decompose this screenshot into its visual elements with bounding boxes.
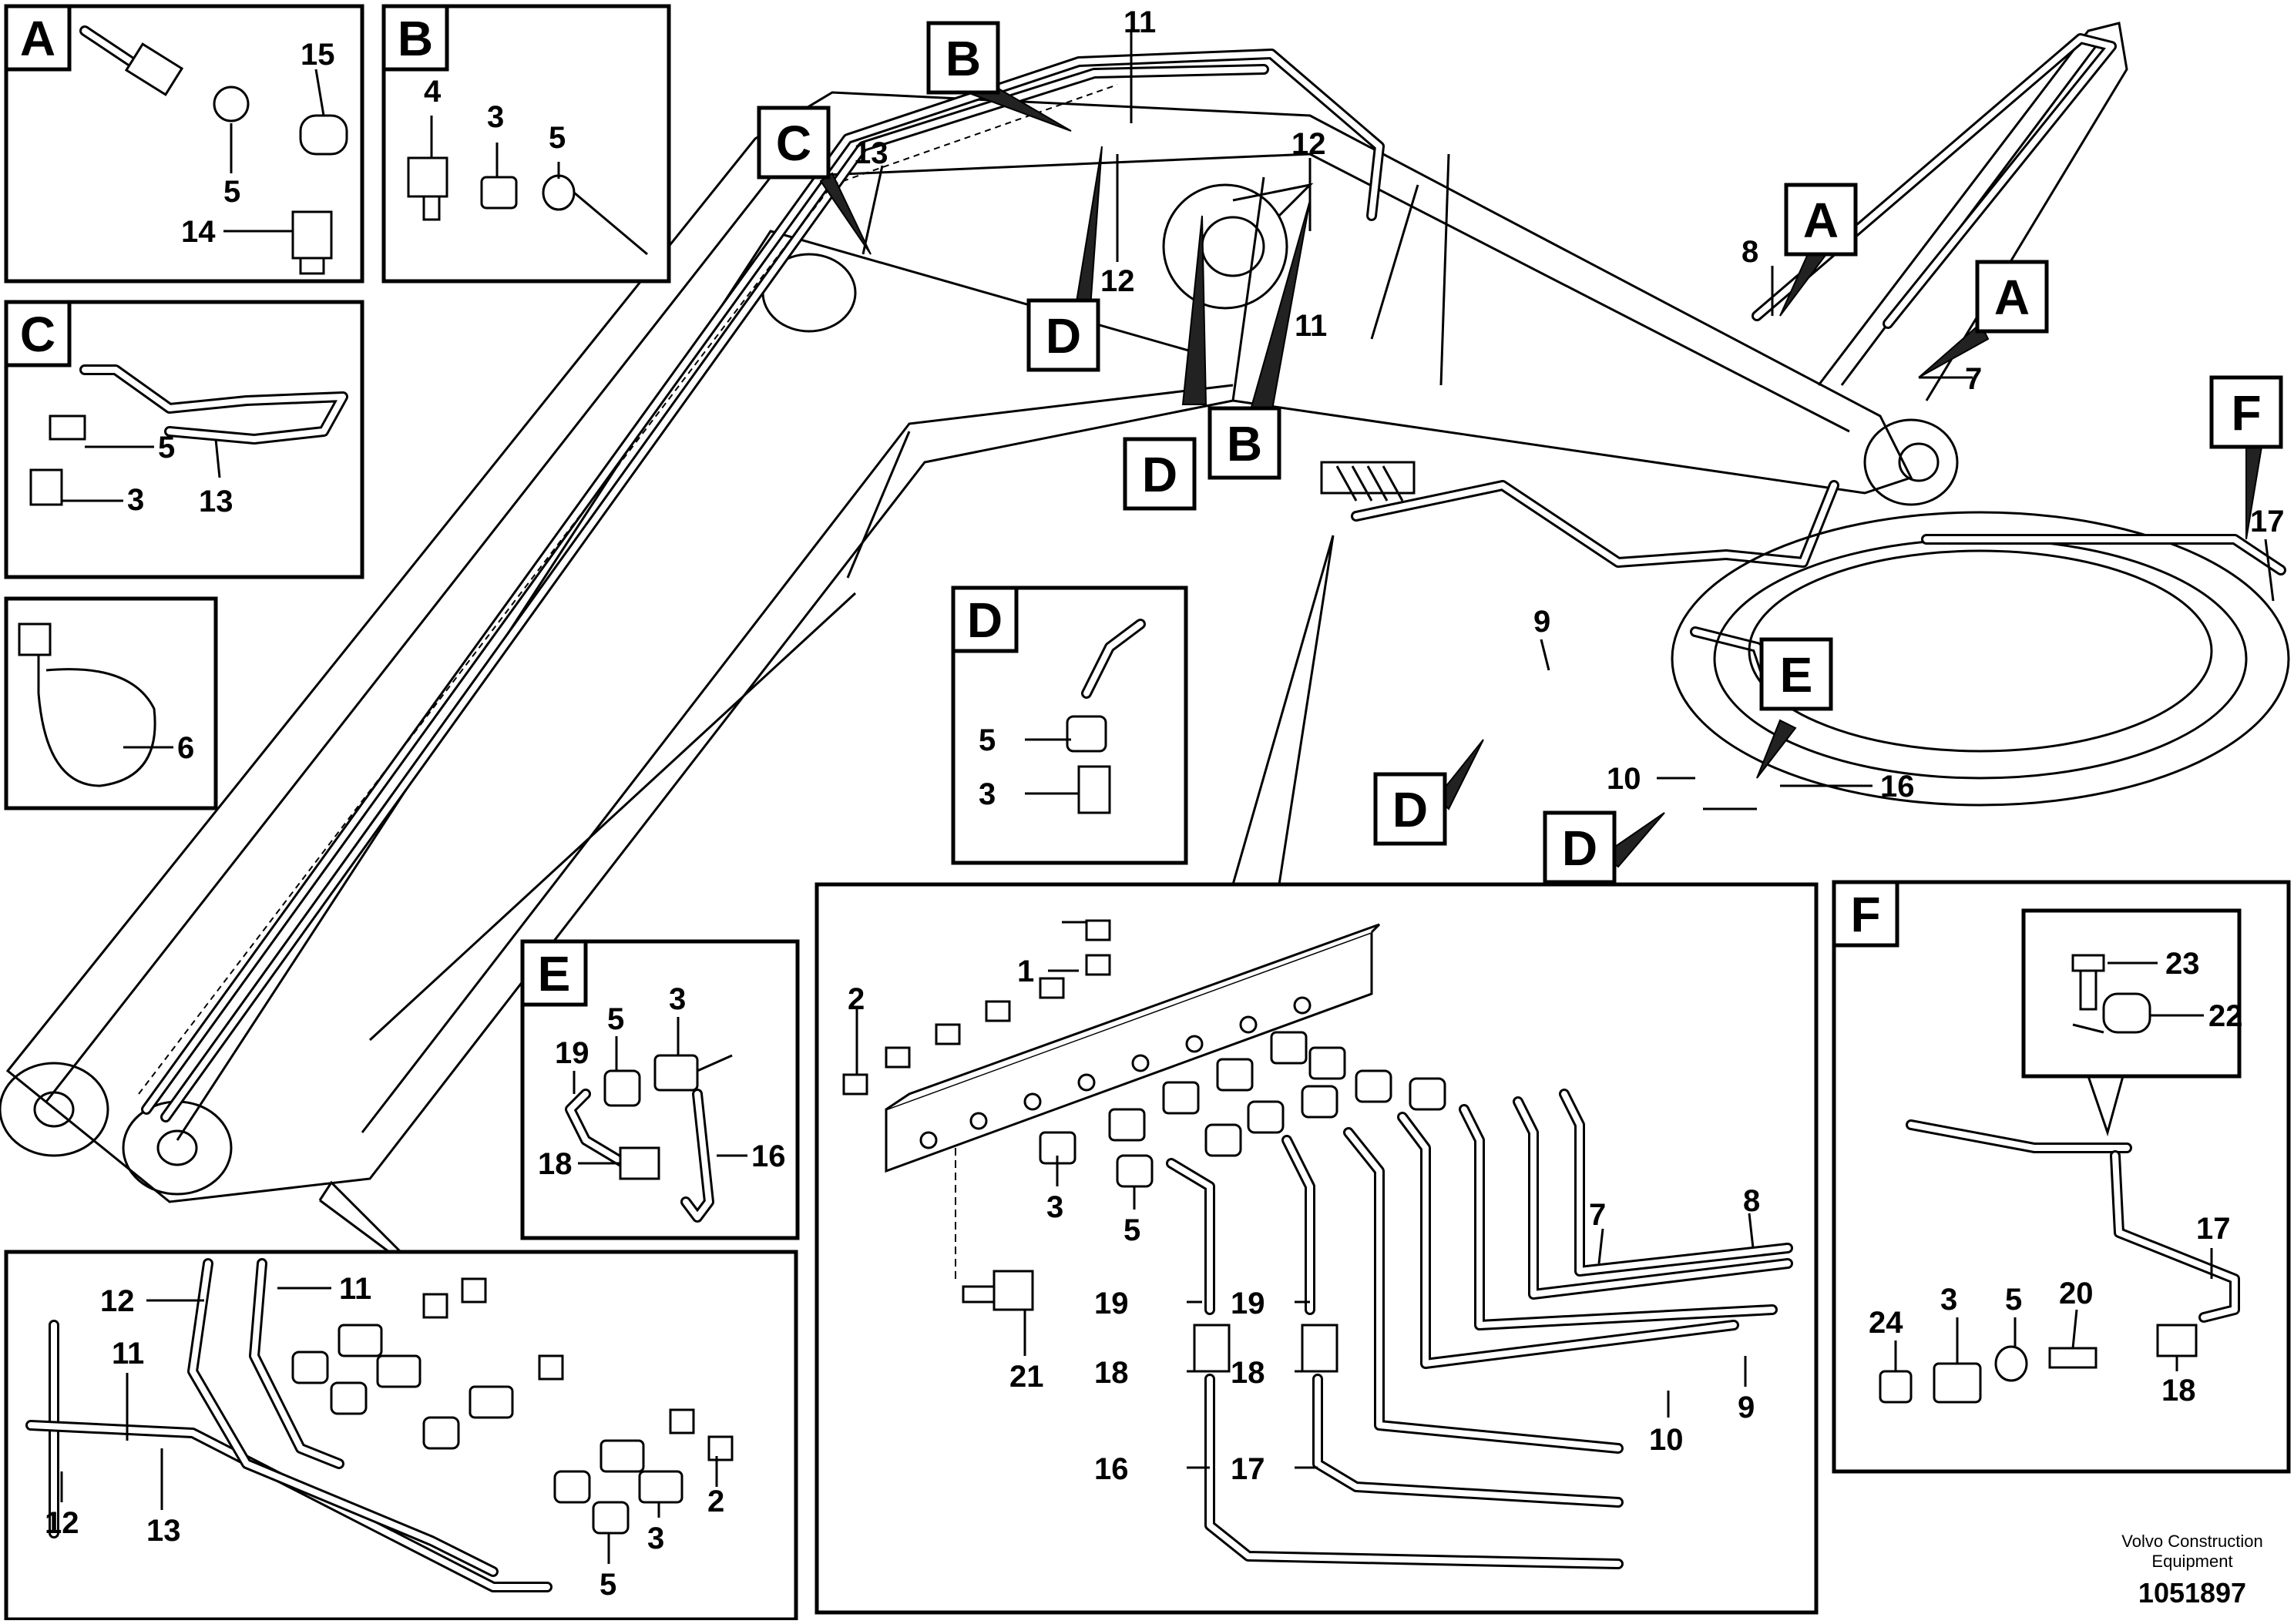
part-number: 11 bbox=[112, 1337, 144, 1371]
part-number: 23 bbox=[2165, 947, 2200, 981]
part-number: 20 bbox=[2059, 1277, 2094, 1310]
part-number: 5 bbox=[979, 723, 996, 757]
pointer-label-f: F bbox=[2231, 385, 2261, 441]
part-number: 9 bbox=[1533, 605, 1550, 639]
part-number: 3 bbox=[669, 982, 686, 1016]
part-number: 7 bbox=[1589, 1198, 1606, 1232]
part-number: 15 bbox=[301, 38, 335, 72]
part-number: 5 bbox=[1123, 1213, 1140, 1247]
part-number: 18 bbox=[1094, 1356, 1129, 1390]
part-number: 22 bbox=[2208, 999, 2243, 1033]
part-number: 16 bbox=[751, 1139, 786, 1173]
detail-d-letter: D bbox=[967, 592, 1003, 648]
detail-a-letter: A bbox=[20, 11, 55, 66]
main-part-numbers: 11 13 12 12 11 8 7 17 9 10 16 bbox=[854, 5, 2285, 804]
doc-number: 1051897 bbox=[2138, 1577, 2246, 1609]
part-number: 11 bbox=[1123, 5, 1156, 39]
part-number: 13 bbox=[854, 136, 888, 170]
part-number: 14 bbox=[181, 215, 216, 249]
pointer-label-a: A bbox=[1994, 270, 2030, 325]
detail-e-letter: E bbox=[538, 946, 571, 1002]
pointer-label-a: A bbox=[1803, 193, 1839, 248]
part-number: 6 bbox=[177, 731, 194, 765]
detail-f-letter: F bbox=[1850, 887, 1880, 942]
part-number: 4 bbox=[424, 75, 442, 109]
pointer-label-b: B bbox=[945, 31, 981, 86]
part-number: 17 bbox=[1231, 1452, 1265, 1486]
part-number: 8 bbox=[1743, 1184, 1760, 1218]
detail-b-letter: B bbox=[398, 11, 433, 66]
part-number: 2 bbox=[848, 982, 865, 1016]
detail-d: D 5 3 bbox=[951, 586, 1188, 865]
part-number: 19 bbox=[1231, 1287, 1265, 1320]
part-number: 12 bbox=[100, 1284, 135, 1318]
part-number: 3 bbox=[1046, 1190, 1063, 1224]
boom-assembly bbox=[0, 22, 2128, 1203]
brand-line-1: Volvo Construction bbox=[2121, 1532, 2262, 1551]
part-number: 18 bbox=[2161, 1374, 2196, 1408]
part-number: 16 bbox=[1880, 770, 1915, 804]
part-number: 13 bbox=[146, 1514, 181, 1548]
main-hose-routing bbox=[138, 33, 2117, 1122]
part-number: 3 bbox=[1940, 1283, 1957, 1317]
part-number: 18 bbox=[1231, 1356, 1265, 1390]
part-number: 3 bbox=[979, 777, 996, 811]
detail-manifold: 1 2 3 5 19 19 18 18 16 17 21 7 8 9 10 bbox=[814, 535, 1819, 1615]
part-number: 5 bbox=[2005, 1283, 2022, 1317]
part-number: 9 bbox=[1738, 1391, 1755, 1424]
part-number: 3 bbox=[127, 483, 144, 517]
pointer-label-e: E bbox=[1780, 647, 1813, 703]
part-number: 17 bbox=[2250, 505, 2285, 539]
pointer-label-d: D bbox=[1142, 447, 1177, 502]
part-number: 5 bbox=[607, 1002, 624, 1036]
part-number: 10 bbox=[1649, 1423, 1684, 1457]
detail-f: F 23 22 17 24 3 5 20 18 bbox=[1832, 880, 2291, 1474]
part-number: 5 bbox=[600, 1568, 616, 1602]
detail-e: E 5 3 19 18 16 bbox=[520, 939, 800, 1240]
part-number: 12 bbox=[1291, 127, 1326, 161]
main-manifold bbox=[1320, 461, 1416, 502]
slewing-ring bbox=[1671, 511, 2290, 807]
detail-b: B 4 3 5 bbox=[381, 4, 671, 284]
main-pointer-labels: B C D D B A A F E D D bbox=[757, 21, 2283, 884]
part-number: 12 bbox=[45, 1506, 79, 1540]
part-number: 17 bbox=[2196, 1212, 2231, 1246]
part-number: 19 bbox=[555, 1036, 589, 1070]
pointer-label-c: C bbox=[776, 116, 811, 171]
part-number: 5 bbox=[158, 431, 175, 465]
part-number: 19 bbox=[1094, 1287, 1129, 1320]
part-number: 16 bbox=[1094, 1452, 1129, 1486]
part-number: 13 bbox=[199, 485, 233, 518]
part-number: 7 bbox=[1965, 362, 1982, 396]
part-number: 11 bbox=[1295, 309, 1327, 343]
part-number: 2 bbox=[707, 1485, 724, 1518]
detail-bottom-left: 12 11 11 12 13 2 3 5 bbox=[4, 1180, 798, 1622]
pointer-label-d: D bbox=[1392, 782, 1428, 837]
pointer-label-b: B bbox=[1227, 416, 1262, 471]
part-number: 12 bbox=[1100, 264, 1135, 298]
part-number: 5 bbox=[223, 175, 240, 209]
part-number: 1 bbox=[1017, 955, 1034, 988]
pointer-label-d: D bbox=[1046, 308, 1081, 364]
part-number: 18 bbox=[538, 1147, 573, 1181]
pointer-label-d: D bbox=[1562, 820, 1597, 876]
detail-c-letter: C bbox=[20, 307, 55, 362]
detail-a: A 15 5 14 bbox=[4, 4, 364, 284]
part-number: 3 bbox=[487, 100, 504, 134]
part-number: 24 bbox=[1869, 1306, 1903, 1340]
part-number: 11 bbox=[339, 1272, 371, 1306]
detail-c: C 5 3 13 bbox=[4, 300, 364, 579]
part-number: 5 bbox=[549, 121, 566, 155]
part-number: 21 bbox=[1009, 1360, 1044, 1394]
part-number: 10 bbox=[1607, 762, 1641, 796]
brand-line-2: Equipment bbox=[2151, 1552, 2232, 1571]
detail-cable-tie: 6 bbox=[4, 596, 218, 810]
part-number: 8 bbox=[1741, 235, 1758, 269]
title-block: Volvo Construction Equipment 1051897 bbox=[2121, 1532, 2262, 1609]
part-number: 3 bbox=[647, 1522, 664, 1555]
